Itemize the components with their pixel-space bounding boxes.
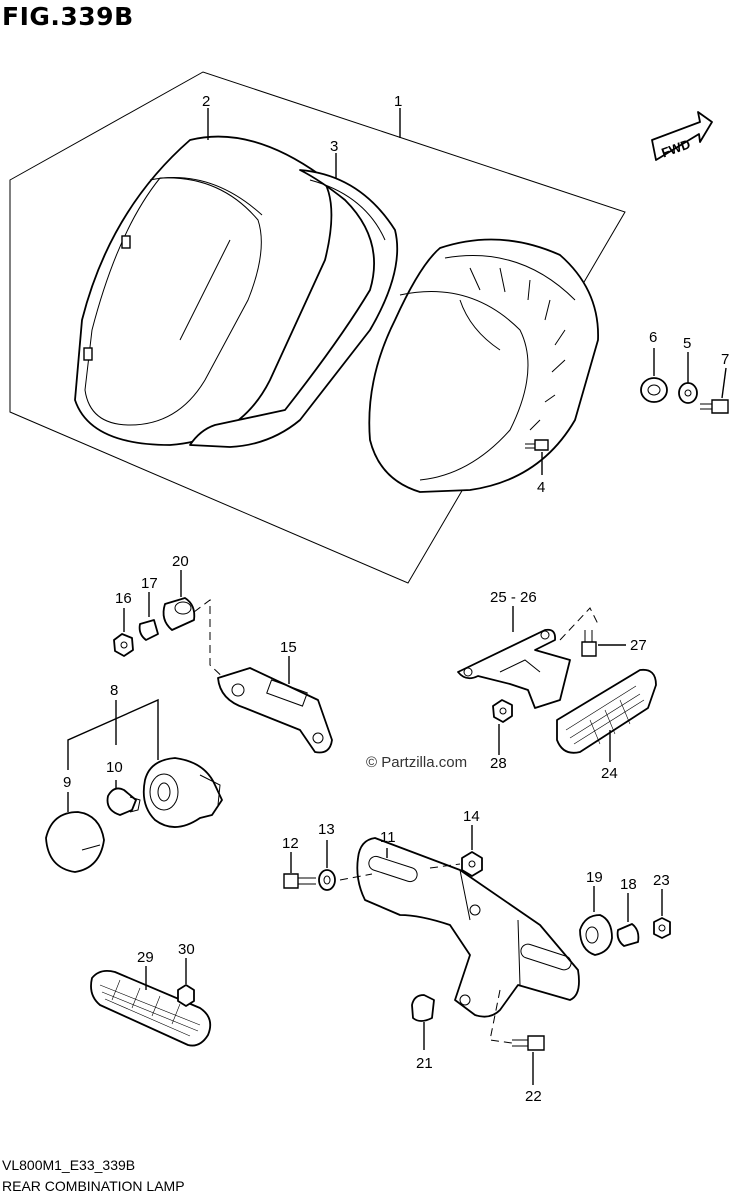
figure-title: FIG.339B [2, 2, 134, 31]
callout-30: 30 [178, 941, 195, 958]
callout-29: 29 [137, 949, 154, 966]
nut-part-30 [177, 984, 195, 1007]
callout-4: 4 [537, 479, 545, 496]
callout-14: 14 [463, 808, 480, 825]
nut-part-28 [492, 699, 513, 723]
nut-part-14 [461, 851, 483, 877]
callout-19: 19 [586, 869, 603, 886]
callout-8: 8 [110, 682, 118, 699]
callout-3: 3 [330, 138, 338, 155]
callout-18: 18 [620, 876, 637, 893]
watermark-text: © Partzilla.com [366, 754, 468, 771]
callout-23: 23 [653, 872, 670, 889]
callout-16: 16 [115, 590, 132, 607]
callout-5: 5 [683, 335, 691, 352]
callout-9: 9 [63, 774, 71, 791]
callout-27: 27 [630, 637, 647, 654]
bulb-part-10 [106, 787, 141, 816]
callout-22: 22 [525, 1088, 542, 1105]
license-bracket-part-11 [356, 837, 580, 1018]
callout-7: 7 [721, 351, 729, 368]
callout-28: 28 [490, 755, 507, 772]
callout-15: 15 [280, 639, 297, 656]
collar-part-18 [616, 923, 640, 947]
washer-part-5 [678, 382, 698, 404]
callout-12: 12 [282, 835, 299, 852]
callout-20: 20 [172, 553, 189, 570]
fwd-arrow-icon: FWD [651, 111, 713, 161]
grommet-part-17 [138, 619, 159, 641]
washer-part-13 [318, 869, 336, 891]
callout-17: 17 [141, 575, 158, 592]
bulb-socket-part [142, 757, 223, 828]
screw-part-27 [581, 630, 597, 657]
gasket-part [189, 169, 399, 448]
callout-21: 21 [416, 1055, 433, 1072]
callout-2: 2 [202, 93, 210, 110]
nut-part-23 [653, 917, 671, 939]
screw-part-22 [512, 1035, 545, 1051]
callout-1: 1 [394, 93, 402, 110]
screw-part-12 [283, 873, 316, 889]
grommet-part-19 [579, 914, 613, 956]
nut-part-16 [113, 633, 134, 657]
reflector-part-24 [556, 668, 657, 754]
screw-part-4 [525, 439, 549, 451]
callout-25-26: 25 - 26 [490, 589, 537, 606]
bracket-part-15 [217, 667, 333, 754]
callout-24: 24 [601, 765, 618, 782]
grommet-part-6 [640, 377, 668, 403]
lamp-housing-part [368, 238, 599, 493]
lens-part-9 [45, 811, 105, 873]
callout-6: 6 [649, 329, 657, 346]
grommet-part-20 [162, 597, 196, 631]
model-code: VL800M1_E33_339B [2, 1157, 136, 1173]
callout-13: 13 [318, 821, 335, 838]
screw-part-7 [700, 399, 729, 414]
bracket-part-25-26 [457, 628, 571, 709]
figure-name: REAR COMBINATION LAMP [2, 1178, 185, 1194]
reflector-part-29 [90, 969, 212, 1047]
callout-10: 10 [106, 759, 123, 776]
collar-part-21 [411, 994, 435, 1022]
callout-11: 11 [380, 829, 396, 846]
